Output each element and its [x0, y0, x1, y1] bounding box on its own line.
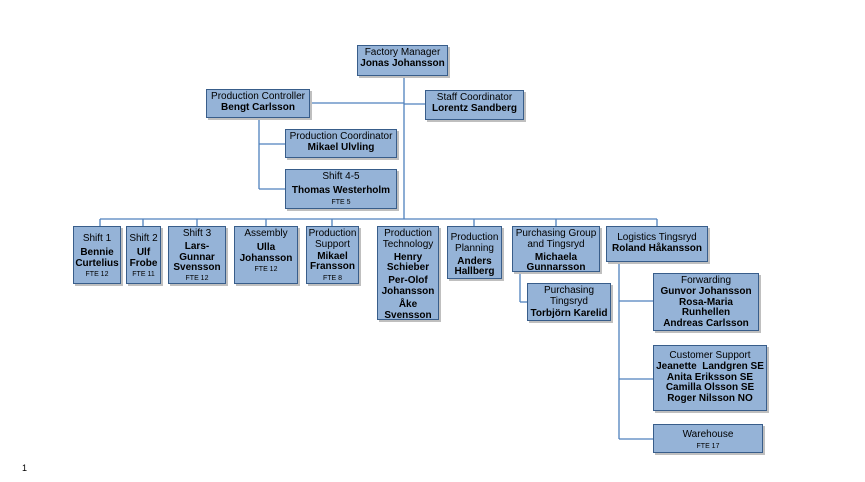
page-number: 1 [22, 463, 28, 473]
staff-coordinator-title: Staff Coordinator [436, 92, 513, 103]
staff-coordinator-name: Lorentz Sandberg [431, 102, 517, 114]
logistics-tingsryd-name: Roland Håkansson [611, 242, 703, 254]
production-planning-name-line1: Anders [457, 255, 492, 267]
production-technology-title-line2: Technology [382, 238, 434, 250]
purchasing-tingsryd-title-line2: Tingsryd [550, 295, 588, 307]
forwarding-name-2: Rosa-Maria [679, 296, 733, 308]
shift-3-name-line2: Gunnar [179, 251, 215, 263]
shift-2-name-line1: Ulf [136, 246, 151, 258]
assembly-fte: FTE 12 [254, 266, 278, 274]
shift-4-5-fte: FTE 5 [331, 198, 351, 206]
production-controller-name: Bengt Carlsson [221, 101, 295, 113]
production-technology-name-2: Schieber [386, 262, 430, 274]
assembly-title: Assembly [244, 228, 288, 239]
customer-support-title: Customer Support [669, 350, 751, 361]
factory-manager-box: Factory Manager Jonas Johansson [357, 45, 448, 76]
shift-1-name-line1: Bennie [80, 246, 114, 258]
production-support-title-line1: Production [308, 228, 357, 239]
production-planning-box: Production Planning Anders Hallberg [447, 226, 502, 279]
shift-1-box: Shift 1 Bennie Curtelius FTE 12 [73, 226, 121, 284]
customer-support-box: Customer Support Jeanette Landgren SE An… [653, 345, 767, 411]
shift-2-name-line2: Frobe [129, 257, 158, 269]
shift-2-fte: FTE 11 [132, 271, 155, 279]
factory-manager-name: Jonas Johansson [360, 57, 445, 69]
customer-support-name-4: Roger Nilsson NO [667, 393, 753, 405]
purchasing-tingsryd-box: Purchasing Tingsryd Torbjörn Karelid [527, 283, 611, 321]
production-support-fte: FTE 8 [322, 275, 343, 283]
production-planning-title-line1: Production [450, 232, 499, 243]
shift-3-fte: FTE 12 [185, 275, 209, 283]
production-support-name-line1: Mikael [317, 250, 348, 262]
shift-4-5-box: Shift 4-5 Thomas Westerholm FTE 5 [285, 169, 397, 209]
logistics-tingsryd-box: Logistics Tingsryd Roland Håkansson [606, 226, 708, 262]
shift-4-5-title: Shift 4-5 [322, 171, 360, 182]
production-technology-name-4: Johansson [381, 285, 435, 297]
production-support-title-line2: Support [314, 238, 351, 250]
purchasing-group-box: Purchasing Group and Tingsryd Michaela G… [512, 226, 600, 274]
production-technology-name-5: Åke [398, 298, 418, 310]
shift-1-fte: FTE 12 [85, 271, 109, 279]
production-controller-title: Production Controller [211, 91, 305, 102]
customer-support-name-2: Anita Eriksson SE [666, 371, 754, 383]
production-planning-name-line2: Hallberg [454, 266, 495, 278]
shift-3-name-line3: Svensson [173, 262, 221, 274]
shift-3-title: Shift 3 [182, 228, 212, 239]
shift-2-box: Shift 2 Ulf Frobe FTE 11 [126, 226, 161, 284]
production-coordinator-title: Production Coordinator [289, 131, 393, 142]
shift-2-title: Shift 2 [129, 233, 158, 244]
production-support-name-line2: Fransson [309, 261, 355, 273]
forwarding-title: Forwarding [680, 275, 732, 286]
assembly-box: Assembly Ulla Johansson FTE 12 [234, 226, 298, 284]
forwarding-name-1: Gunvor Johansson [660, 285, 752, 297]
warehouse-fte: FTE 17 [696, 442, 720, 450]
production-technology-box: Production Technology Henry Schieber Per… [377, 226, 439, 320]
assembly-name-line2: Johansson [239, 252, 293, 264]
customer-support-name-1: Jeanette Landgren SE [656, 360, 764, 372]
logistics-tingsryd-title: Logistics Tingsryd [617, 232, 697, 243]
warehouse-box: Warehouse FTE 17 [653, 424, 763, 453]
production-support-box: Production Support Mikael Fransson FTE 8 [306, 226, 359, 284]
purchasing-tingsryd-name: Torbjörn Karelid [530, 307, 608, 319]
purchasing-tingsryd-title-line1: Purchasing [543, 285, 595, 296]
staff-coordinator-box: Staff Coordinator Lorentz Sandberg [425, 90, 524, 120]
shift-4-5-name: Thomas Westerholm [291, 184, 391, 196]
production-technology-name-6: Svensson [384, 309, 432, 321]
shift-1-title: Shift 1 [82, 233, 112, 244]
factory-manager-title: Factory Manager [364, 47, 441, 58]
shift-3-name-line1: Lars- [184, 240, 210, 252]
shift-1-name-line2: Curtelius [75, 257, 119, 269]
assembly-name-line1: Ulla [256, 241, 276, 253]
customer-support-name-3: Camilla Olsson SE [665, 382, 755, 394]
purchasing-group-name-line1: Michaela [534, 251, 578, 263]
forwarding-name-3: Runhellen [681, 307, 731, 319]
purchasing-group-name-line2: Gunnarsson [526, 262, 586, 274]
production-controller-box: Production Controller Bengt Carlsson [206, 89, 310, 118]
purchasing-group-title-line2: and Tingsryd [527, 238, 585, 250]
production-coordinator-box: Production Coordinator Mikael Ulvling [285, 129, 397, 158]
shift-3-box: Shift 3 Lars- Gunnar Svensson FTE 12 [168, 226, 226, 284]
warehouse-title: Warehouse [682, 429, 734, 440]
production-technology-name-1: Henry [393, 251, 423, 263]
production-technology-name-3: Per-Olof [388, 275, 428, 287]
forwarding-box: Forwarding Gunvor Johansson Rosa-Maria R… [653, 273, 759, 331]
forwarding-name-4: Andreas Carlsson [663, 318, 749, 330]
production-planning-title-line2: Planning [455, 242, 494, 254]
production-coordinator-name: Mikael Ulvling [307, 141, 375, 153]
purchasing-group-title-line1: Purchasing Group [515, 228, 597, 239]
production-technology-title-line1: Production [384, 228, 432, 239]
